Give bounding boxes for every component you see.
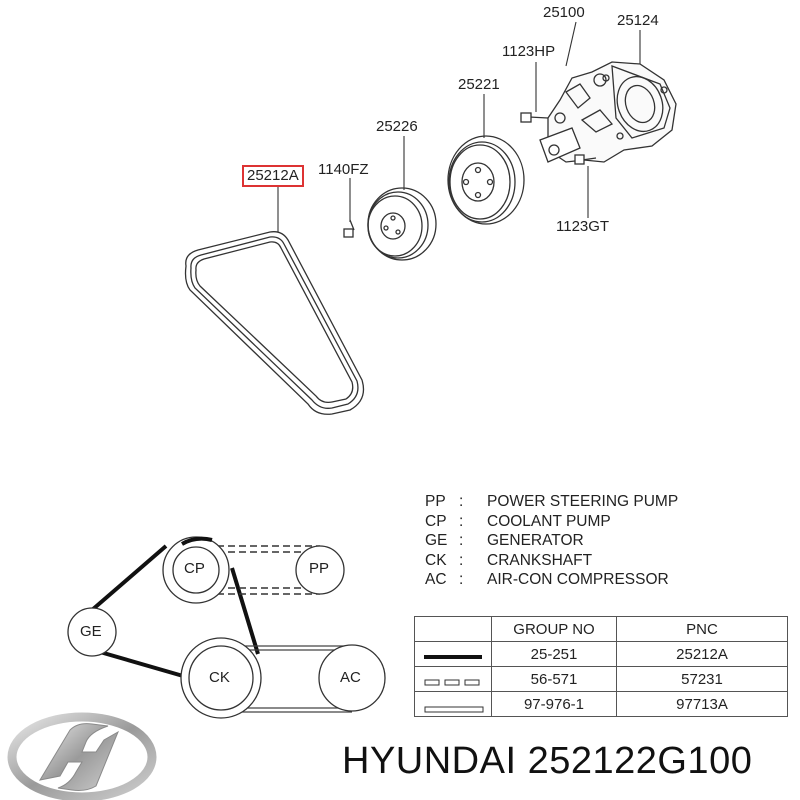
legend-row: CP : COOLANT PUMP: [425, 512, 678, 532]
legend-code: AC: [425, 571, 447, 588]
table-row: 97-976-1 97713A: [414, 691, 788, 717]
legend-code: PP: [425, 493, 446, 510]
table-header-line: [414, 616, 492, 642]
group-no-cell: 97-976-1: [491, 691, 617, 717]
part-label-25124: 25124: [617, 12, 659, 29]
belt-routing-diagram: [67, 536, 386, 719]
line-style-cell: [414, 666, 492, 692]
part-label-1123gt: 1123GT: [556, 218, 610, 235]
pnc-cell: 25212A: [616, 641, 788, 667]
part-label-25221: 25221: [458, 76, 500, 93]
water-pump-drawing: [539, 61, 677, 163]
legend-description: COOLANT PUMP: [487, 512, 611, 530]
table-header-row: GROUP NO PNC: [414, 616, 788, 642]
cp-inner-circle: [172, 546, 220, 594]
table-header-group-no: GROUP NO: [491, 616, 617, 642]
belt-group-table: GROUP NO PNC 25-251 25212A 56-571 57231 …: [414, 616, 788, 717]
legend-separator: :: [459, 493, 464, 510]
ac-circle: [318, 644, 386, 712]
bolt-1123hp-drawing: [520, 112, 549, 123]
table-row: 25-251 25212A: [414, 641, 788, 667]
legend-code: GE: [425, 532, 448, 549]
part-label-25226: 25226: [376, 118, 418, 135]
idler-pulley-drawing: [367, 187, 437, 261]
routing-label-pp: PP: [309, 560, 330, 577]
part-label-1140fz: 1140FZ: [318, 161, 369, 178]
routing-label-ac: AC: [340, 669, 361, 686]
line-style-cell: [414, 691, 492, 717]
abbreviation-legend: PP : POWER STEERING PUMP CP : COOLANT PU…: [425, 492, 678, 590]
brand-part-number: HYUNDAI 252122G100: [342, 740, 753, 782]
bolt-1140fz-drawing: [343, 219, 355, 238]
hyundai-logo-icon: [7, 712, 157, 800]
part-label-25212a: 25212A: [242, 165, 304, 187]
legend-separator: :: [459, 571, 464, 588]
legend-row: CK : CRANKSHAFT: [425, 551, 678, 571]
table-header-pnc: PNC: [616, 616, 788, 642]
table-row: 56-571 57231: [414, 666, 788, 692]
legend-code: CK: [425, 551, 447, 569]
legend-code: CP: [425, 512, 447, 530]
routing-label-ge: GE: [80, 623, 102, 640]
v-ribbed-belt-drawing: [184, 231, 365, 415]
legend-row: AC : AIR-CON COMPRESSOR: [425, 570, 678, 590]
legend-description: POWER STEERING PUMP: [487, 493, 679, 510]
pnc-cell: 57231: [616, 666, 788, 692]
coolant-pump-pulley-drawing: [447, 135, 525, 225]
bolt-1123gt-drawing: [574, 154, 597, 165]
ck-inner-circle: [188, 645, 254, 711]
group-no-cell: 56-571: [491, 666, 617, 692]
legend-description: CRANKSHAFT: [487, 551, 593, 569]
pnc-cell: 97713A: [616, 691, 788, 717]
ge-circle: [67, 607, 117, 657]
line-style-cell: [414, 641, 492, 667]
legend-separator: :: [459, 512, 464, 530]
legend-separator: :: [459, 551, 464, 569]
legend-description: AIR-CON COMPRESSOR: [487, 571, 669, 588]
legend-description: GENERATOR: [487, 532, 584, 549]
group-no-cell: 25-251: [491, 641, 617, 667]
legend-row: GE : GENERATOR: [425, 531, 678, 551]
leader-lines: [277, 21, 641, 232]
legend-row: PP : POWER STEERING PUMP: [425, 492, 678, 512]
legend-separator: :: [459, 532, 464, 549]
part-label-25100: 25100: [543, 4, 585, 21]
routing-label-ck: CK: [209, 669, 230, 686]
pp-circle: [295, 545, 345, 595]
part-label-1123hp: 1123HP: [502, 43, 556, 60]
routing-label-cp: CP: [184, 560, 205, 577]
